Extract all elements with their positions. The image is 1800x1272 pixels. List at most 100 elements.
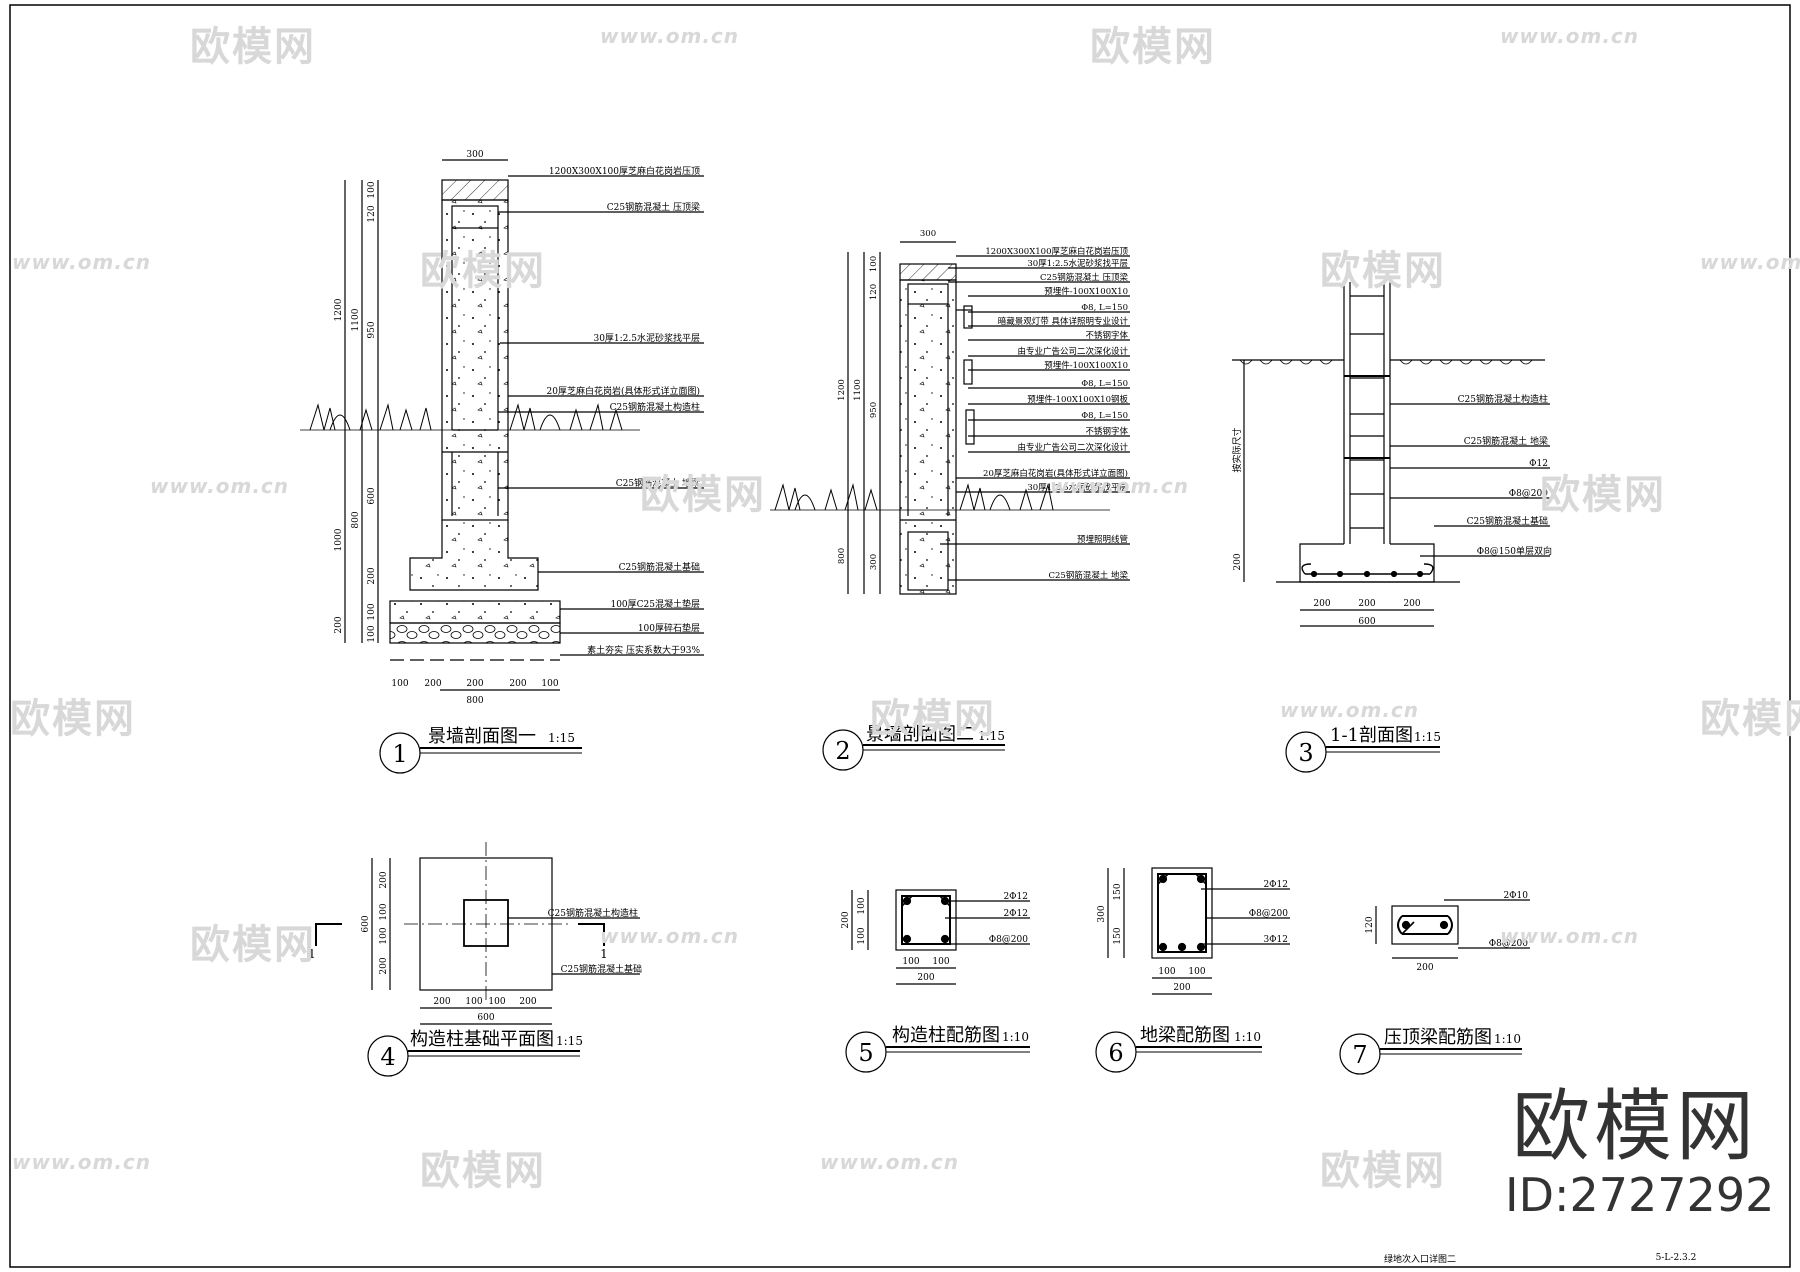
sheet-number: 5-L-2.3.2 bbox=[1656, 1253, 1697, 1263]
d3-dim-bottom-1: 200 bbox=[1313, 599, 1330, 609]
d2-label-16: 30厚1:2.5水泥砂浆找平层 bbox=[1027, 482, 1128, 493]
brand-id: ID:2727292 bbox=[1505, 1168, 1775, 1222]
sheet-border bbox=[9, 4, 1791, 1268]
watermark-url: www.om.cn bbox=[1500, 924, 1640, 948]
d7-label-2: Φ8@200 bbox=[1489, 939, 1529, 949]
d4-dim-left-1: 200 bbox=[379, 871, 389, 888]
d3-title-num: 3 bbox=[1298, 739, 1313, 767]
d1-dim-bottom-2: 200 bbox=[424, 679, 441, 689]
d4-dim-bottom-4: 200 bbox=[519, 997, 536, 1007]
watermark-logo: 欧模网 bbox=[420, 1148, 546, 1194]
d1-dim-left-inner-6: 100 bbox=[367, 603, 377, 620]
d2-label-1: 1200X300X100厚芝麻白花岗岩压顶 bbox=[985, 246, 1128, 257]
d3-dim-bottom-2: 200 bbox=[1358, 599, 1375, 609]
d1-dim-left-inner-2: 120 bbox=[367, 205, 377, 222]
d5-title: 构造柱配筋图 bbox=[892, 1025, 1000, 1046]
watermark-url: www.om.cn bbox=[1050, 474, 1190, 498]
drawing-1-wall-section bbox=[300, 159, 704, 774]
d1-dim-bottom-3: 200 bbox=[466, 679, 483, 689]
watermark-logo: 欧模网 bbox=[1540, 472, 1666, 518]
watermark-url: www.om.cn bbox=[1280, 698, 1420, 722]
d6-dim-bottom-1: 100 bbox=[1158, 967, 1175, 977]
d2-dim-left-mid-2: 950 bbox=[869, 402, 879, 418]
drawing-6-text: 2Φ12 Φ8@200 3Φ12 300 150 150 100 100 200… bbox=[1097, 880, 1288, 1067]
d2-label-13: 不锈钢字体 bbox=[1085, 426, 1128, 437]
d2-label-3: C25钢筋混凝土 压顶梁 bbox=[1040, 272, 1129, 283]
drawing-2-text: 1200X300X100厚芝麻白花岗岩压顶 30厚1:2.5水泥砂浆找平层 C2… bbox=[835, 229, 1128, 765]
d3-label-3: Φ12 bbox=[1529, 459, 1548, 469]
d6-dim-left-3: 150 bbox=[1113, 927, 1123, 944]
d2-label-2: 30厚1:2.5水泥砂浆找平层 bbox=[1027, 258, 1128, 269]
d3-title-scale: 1:15 bbox=[1414, 730, 1441, 744]
d7-dim-bottom: 200 bbox=[1416, 963, 1433, 973]
watermark-logo: 欧模网 bbox=[1320, 1148, 1446, 1194]
d3-label-5: C25钢筋混凝土基础 bbox=[1467, 515, 1548, 527]
d4-dim-left-total: 600 bbox=[361, 915, 371, 932]
d1-dim-bottom-1: 100 bbox=[391, 679, 408, 689]
d2-dim-top: 300 bbox=[920, 229, 936, 239]
d5-dim-left-3: 100 bbox=[857, 927, 867, 944]
drawing-4-text: C25钢筋混凝土构造柱 C25钢筋混凝土基础 1 1 600 200 100 1… bbox=[308, 871, 642, 1071]
watermark-url: www.om.cn bbox=[600, 24, 740, 48]
d6-dim-bottom-total: 200 bbox=[1173, 983, 1190, 993]
d2-label-12: Φ8, L=150 bbox=[1081, 411, 1128, 421]
d4-dim-left-4: 200 bbox=[379, 957, 389, 974]
d1-dim-left-outer-3: 200 bbox=[334, 616, 344, 633]
d7-title: 压顶梁配筋图 bbox=[1384, 1027, 1492, 1048]
d3-dim-total: 600 bbox=[1358, 617, 1375, 627]
d2-label-11: 预埋件-100X100X10钢板 bbox=[1027, 394, 1128, 405]
d1-label-4: 20厚芝麻白花岗岩(具体形式详立面图) bbox=[547, 385, 700, 397]
d1-dim-left-inner-3: 950 bbox=[367, 321, 377, 338]
d5-title-num: 5 bbox=[858, 1039, 873, 1067]
watermark-logo: 欧模网 bbox=[870, 696, 996, 742]
d4-dim-bottom-1: 200 bbox=[433, 997, 450, 1007]
watermark-logo: 欧模网 bbox=[10, 696, 136, 742]
watermark-logo: 欧模网 bbox=[1320, 248, 1446, 294]
watermark-logo: 欧模网 bbox=[640, 472, 766, 518]
drawing-5-text: 2Φ12 2Φ12 Φ8@200 200 100 100 100 100 200… bbox=[841, 892, 1029, 1067]
d1-title-num: 1 bbox=[392, 740, 407, 768]
d2-dim-left-outer-1: 1200 bbox=[837, 379, 847, 401]
watermark-url: www.om.cn bbox=[150, 474, 290, 498]
d6-dim-left-2: 150 bbox=[1113, 883, 1123, 900]
brand-watermark: 欧模网 ID:2727292 bbox=[1505, 1085, 1775, 1222]
d4-cut-left: 1 bbox=[308, 947, 316, 961]
watermark-url: www.om.cn bbox=[12, 1150, 152, 1174]
d1-title-scale: 1:15 bbox=[548, 731, 575, 745]
d2-label-9: 预埋件-100X100X10 bbox=[1044, 360, 1128, 371]
d2-label-4: 预埋件-100X100X10 bbox=[1044, 286, 1128, 297]
d2-dim-left-mid-3: 300 bbox=[869, 554, 879, 570]
watermark-logo: 欧模网 bbox=[420, 248, 546, 294]
d1-dim-left-mid-2: 800 bbox=[351, 511, 361, 528]
d4-label-2: C25钢筋混凝土基础 bbox=[561, 963, 642, 975]
d2-label-8: 由专业广告公司二次深化设计 bbox=[1017, 346, 1128, 357]
d7-title-scale: 1:10 bbox=[1494, 1032, 1521, 1046]
d2-label-6: 暗藏景观灯带 具体详照明专业设计 bbox=[998, 316, 1129, 327]
d2-dim-left-inner-1: 100 bbox=[869, 256, 879, 272]
d1-dim-left-inner-4: 600 bbox=[367, 487, 377, 504]
d1-dim-left-outer-1: 1200 bbox=[334, 298, 344, 321]
d6-label-3: 3Φ12 bbox=[1263, 935, 1288, 945]
d3-title: 1-1剖面图 bbox=[1330, 725, 1413, 746]
d5-dim-bottom-1: 100 bbox=[902, 957, 919, 967]
d3-label-6: Φ8@150单层双向 bbox=[1477, 545, 1552, 557]
d1-dim-bottom-4: 200 bbox=[509, 679, 526, 689]
d1-dim-left-outer-2: 1000 bbox=[334, 528, 344, 551]
d1-dim-left-inner-5: 200 bbox=[367, 567, 377, 584]
drawing-3-text: C25钢筋混凝土构造柱 C25钢筋混凝土 地梁 Φ12 Φ8@200 C25钢筋… bbox=[1231, 393, 1552, 767]
d1-label-10: 素土夯实 压实系数大于93% bbox=[587, 644, 700, 656]
d3-label-1: C25钢筋混凝土构造柱 bbox=[1458, 393, 1548, 405]
d2-dim-left-inner-2: 120 bbox=[869, 284, 879, 300]
d3-dim-left-2: 200 bbox=[1233, 553, 1243, 570]
d1-label-1: 1200X300X100厚芝麻白花岗岩压顶 bbox=[549, 165, 700, 177]
d6-dim-left-1: 300 bbox=[1097, 905, 1107, 922]
d7-label-1: 2Φ10 bbox=[1503, 891, 1528, 901]
drawing-4-footing-plan bbox=[315, 842, 640, 1077]
watermark-url: www.om.cn bbox=[12, 250, 152, 274]
d1-label-2: C25钢筋混凝土 压顶梁 bbox=[607, 201, 700, 213]
d1-dim-left-inner-7: 100 bbox=[367, 625, 377, 642]
d1-dim-bottom-5: 100 bbox=[541, 679, 558, 689]
watermark-url: www.om.cn bbox=[1700, 250, 1800, 274]
drawing-7-text: 2Φ10 Φ8@200 120 200 7 压顶梁配筋图 1:10 bbox=[1352, 891, 1528, 1069]
d1-dim-bottom-total: 800 bbox=[466, 696, 483, 706]
